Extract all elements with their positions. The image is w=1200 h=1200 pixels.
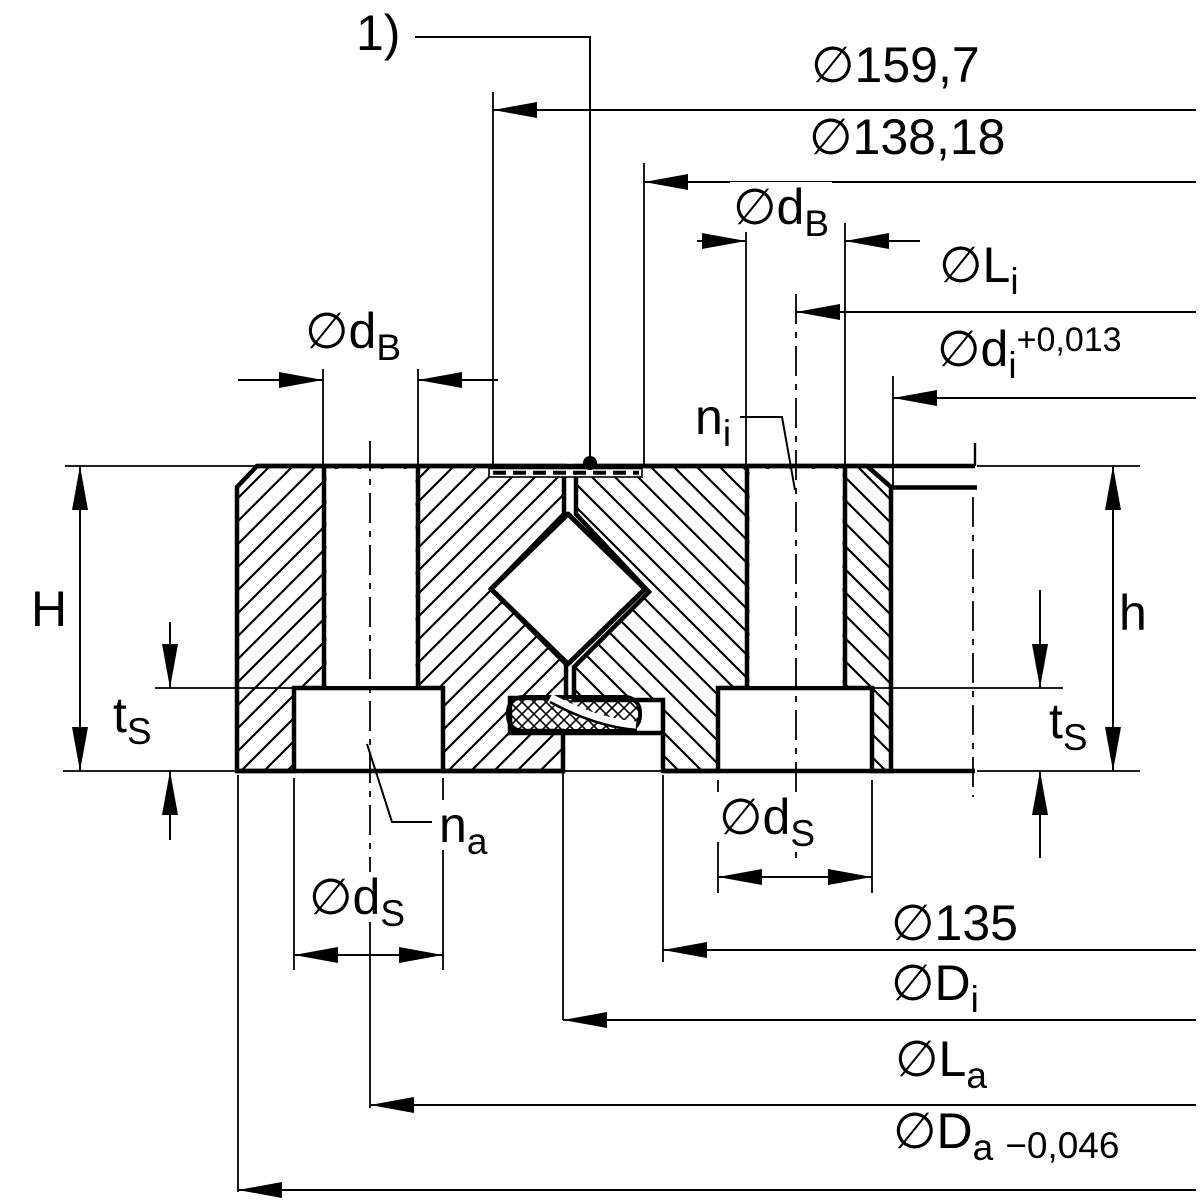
dimension-lines: [79, 109, 1196, 1191]
dim-label-dS-right: ∅dS: [716, 792, 819, 852]
dim-label-Di: ∅Di: [888, 958, 982, 1018]
dim-label-dS-left: ∅dS: [306, 872, 409, 932]
dim-label-La: ∅La: [892, 1034, 990, 1094]
bore-step: [891, 443, 977, 797]
arrowheads: [72, 102, 1121, 1198]
seal: [506, 694, 663, 736]
dim-label-seal-od: ∅159,7: [808, 40, 983, 90]
extension-lines: [63, 92, 1140, 1192]
note-1-dot: [583, 456, 597, 470]
dim-label-Da: ∅Da−0,046: [890, 1106, 1123, 1166]
dim-label-Li: ∅Li: [936, 240, 1022, 300]
centerlines: [369, 294, 797, 870]
dim-label-di: ∅di+0,013: [934, 323, 1125, 384]
dim-label-tS-right: tS: [1046, 696, 1091, 756]
cover-strip: [488, 467, 643, 478]
dim-label-135: ∅135: [888, 898, 1021, 948]
roller: [488, 511, 648, 667]
dim-label-dB-right: ∅dB: [730, 182, 833, 242]
na-leader: [366, 743, 432, 823]
dim-label-dB-left: ∅dB: [302, 306, 405, 366]
leader-lines: [366, 36, 796, 823]
dim-label-na: na: [436, 800, 491, 860]
dim-label-ni: ni: [692, 392, 735, 452]
dim-label-H: H: [28, 584, 71, 634]
ni-leader: [740, 416, 796, 491]
dim-label-tS-left: tS: [110, 690, 155, 750]
dim-label-seal-id: ∅138,18: [806, 112, 1009, 162]
dim-label-h: h: [1116, 588, 1150, 638]
outer-ring-bolt-hole: [321, 468, 421, 688]
seal-lip-gap: [547, 694, 637, 731]
seal-lip-edge: [549, 700, 638, 732]
note-ref-label: 1): [353, 8, 404, 58]
note-1-leader: [415, 36, 591, 461]
